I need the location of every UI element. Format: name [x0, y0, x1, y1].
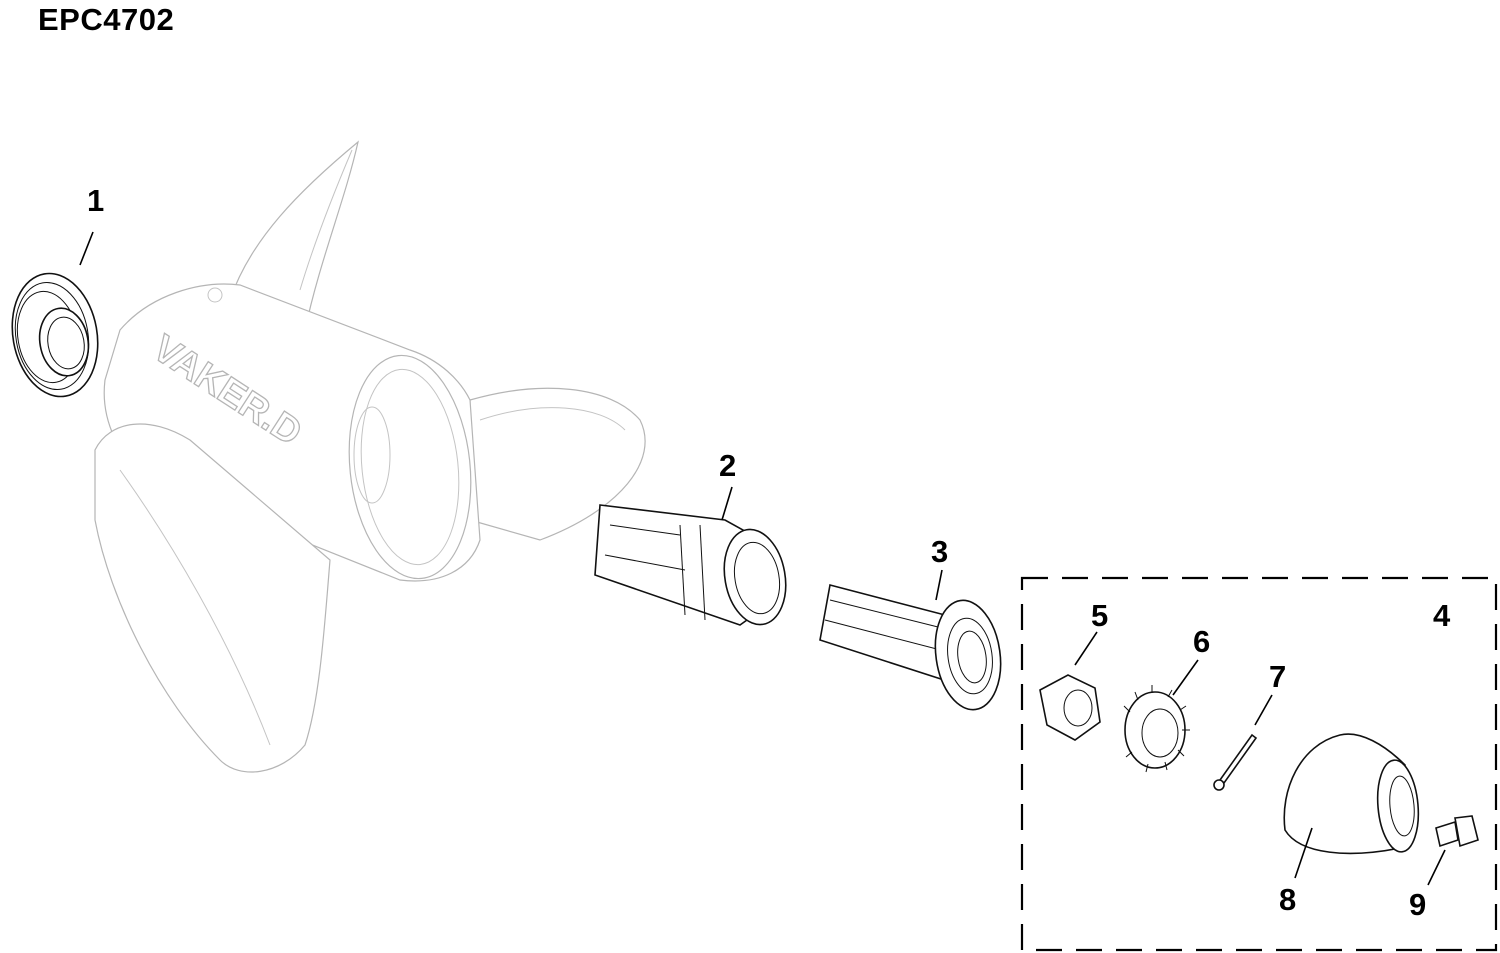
- part-3-hub-insert: [819, 584, 1002, 711]
- leader-6: [1172, 659, 1199, 696]
- callout-7: 7: [1269, 659, 1286, 694]
- part-5-hex-nut: [1039, 674, 1101, 741]
- callout-4: 4: [1433, 598, 1451, 633]
- callout-8: 8: [1279, 882, 1296, 917]
- part-7-cotter-pin: [1213, 733, 1258, 791]
- part-1-thrust-washer: [11, 272, 99, 398]
- propeller-ghost: VAKER.D: [94, 140, 646, 773]
- callout-3: 3: [931, 534, 948, 569]
- leader-9: [1427, 849, 1446, 886]
- part-8-propeller-nut: [1283, 733, 1420, 855]
- callout-6: 6: [1193, 624, 1210, 659]
- leader-1: [79, 231, 94, 266]
- callout-9: 9: [1409, 887, 1426, 922]
- part-2-drive-sleeve: [594, 504, 787, 626]
- diagram-title: EPC4702: [38, 2, 175, 37]
- leader-8: [1294, 827, 1313, 879]
- part-9-bolt: [1435, 815, 1479, 848]
- callout-5: 5: [1091, 598, 1108, 633]
- leader-7: [1254, 694, 1273, 726]
- kit-4-boundary: [1020, 576, 1498, 952]
- leader-2: [721, 486, 733, 521]
- part-6-tab-washer: [1123, 685, 1190, 773]
- callout-2: 2: [719, 448, 736, 483]
- leader-3: [935, 569, 943, 601]
- leader-5: [1074, 631, 1098, 666]
- callout-1: 1: [87, 183, 104, 218]
